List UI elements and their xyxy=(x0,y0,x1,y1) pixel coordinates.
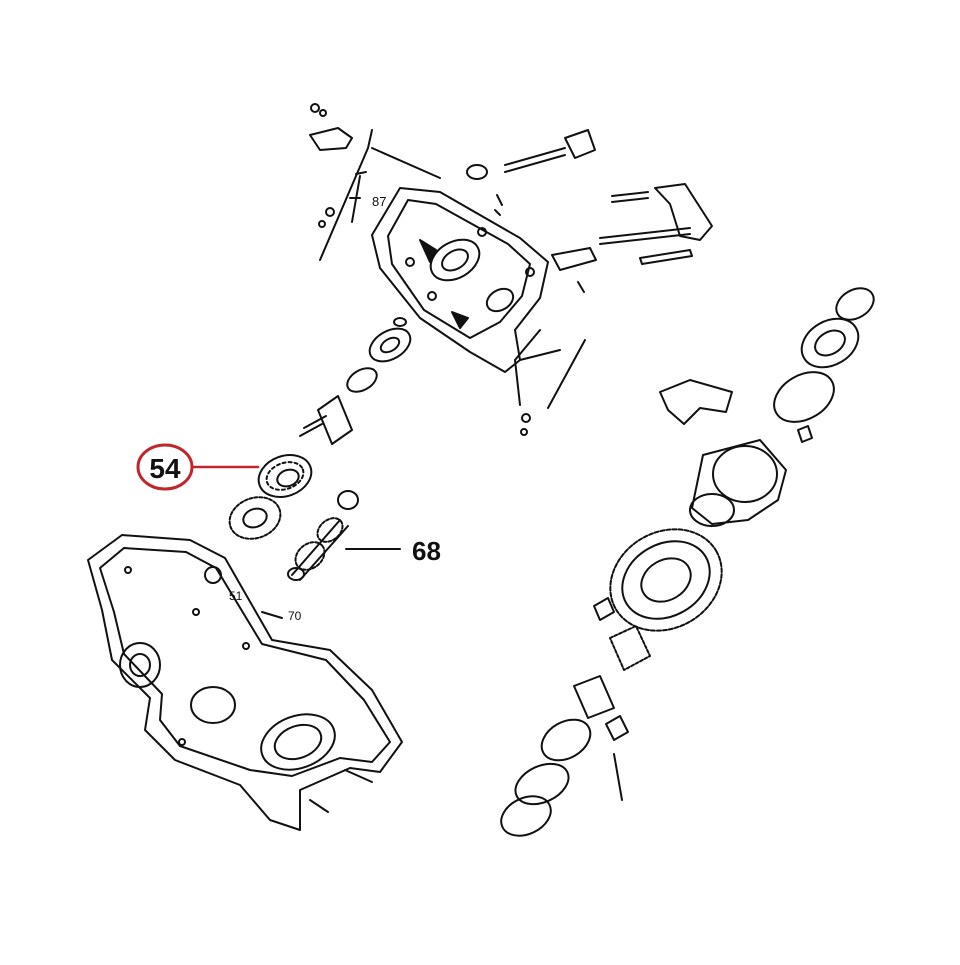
cover-part-label-b: 70 xyxy=(288,609,302,623)
callout-68-label: 68 xyxy=(412,536,441,566)
shaft-assembly xyxy=(299,317,412,445)
differential-assembly xyxy=(500,287,875,837)
gear-54 xyxy=(257,454,313,498)
cover-part-label-a: 51 xyxy=(229,589,243,603)
bolt-label: 87 xyxy=(372,194,386,209)
gear-cluster-68 xyxy=(228,490,359,581)
callout-54-label: 54 xyxy=(149,453,181,484)
callout-68: 68 xyxy=(345,536,441,566)
gearbox-housing xyxy=(319,129,561,406)
engine-cover: 51 70 xyxy=(87,534,403,831)
callout-54: 54 xyxy=(136,443,260,491)
top-small-parts: 87 xyxy=(309,103,713,436)
